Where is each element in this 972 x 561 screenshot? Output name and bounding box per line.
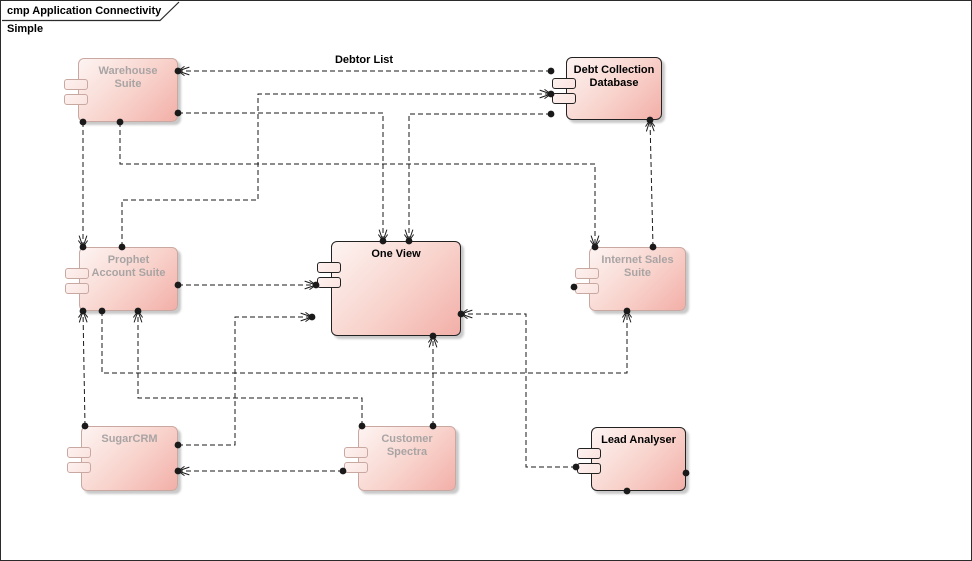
- component-internet-sales-suite[interactable]: Internet Sales Suite: [575, 247, 686, 311]
- component-title: Internet Sales Suite: [601, 254, 674, 279]
- component-port-icon: [67, 447, 91, 458]
- component-title: Warehouse Suite: [98, 65, 158, 90]
- component-port-icon: [317, 277, 341, 288]
- component-title: Customer Spectra: [381, 433, 433, 458]
- component-port-icon: [575, 268, 599, 279]
- connector-label-debtor-list: Debtor List: [334, 54, 394, 66]
- component-port-icon: [575, 283, 599, 294]
- component-lead-analyser[interactable]: Lead Analyser: [577, 427, 686, 491]
- component-port-icon: [552, 78, 576, 89]
- component-port-icon: [344, 462, 368, 473]
- component-title: Prophet Account Suite: [91, 254, 166, 279]
- component-port-icon: [577, 448, 601, 459]
- component-warehouse-suite[interactable]: Warehouse Suite: [64, 58, 178, 122]
- component-port-icon: [64, 79, 88, 90]
- component-prophet-account-suite[interactable]: Prophet Account Suite: [65, 247, 178, 311]
- component-port-icon: [344, 447, 368, 458]
- component-title: SugarCRM: [101, 433, 158, 445]
- component-port-icon: [67, 462, 91, 473]
- component-port-icon: [317, 262, 341, 273]
- component-sugarcrm[interactable]: SugarCRM: [67, 426, 178, 491]
- component-one-view[interactable]: One View: [317, 241, 461, 336]
- component-port-icon: [577, 463, 601, 474]
- component-customer-spectra[interactable]: Customer Spectra: [344, 426, 456, 491]
- component-port-icon: [64, 94, 88, 105]
- component-title: One View: [371, 248, 421, 260]
- component-port-icon: [65, 283, 89, 294]
- component-title: Debt Collection Database: [573, 64, 655, 89]
- diagram-frame-title: cmp Application Connectivity Simple: [7, 5, 162, 35]
- component-title: Lead Analyser: [601, 434, 676, 446]
- component-port-icon: [65, 268, 89, 279]
- component-debt-collection-database[interactable]: Debt Collection Database: [552, 57, 662, 120]
- component-port-icon: [552, 93, 576, 104]
